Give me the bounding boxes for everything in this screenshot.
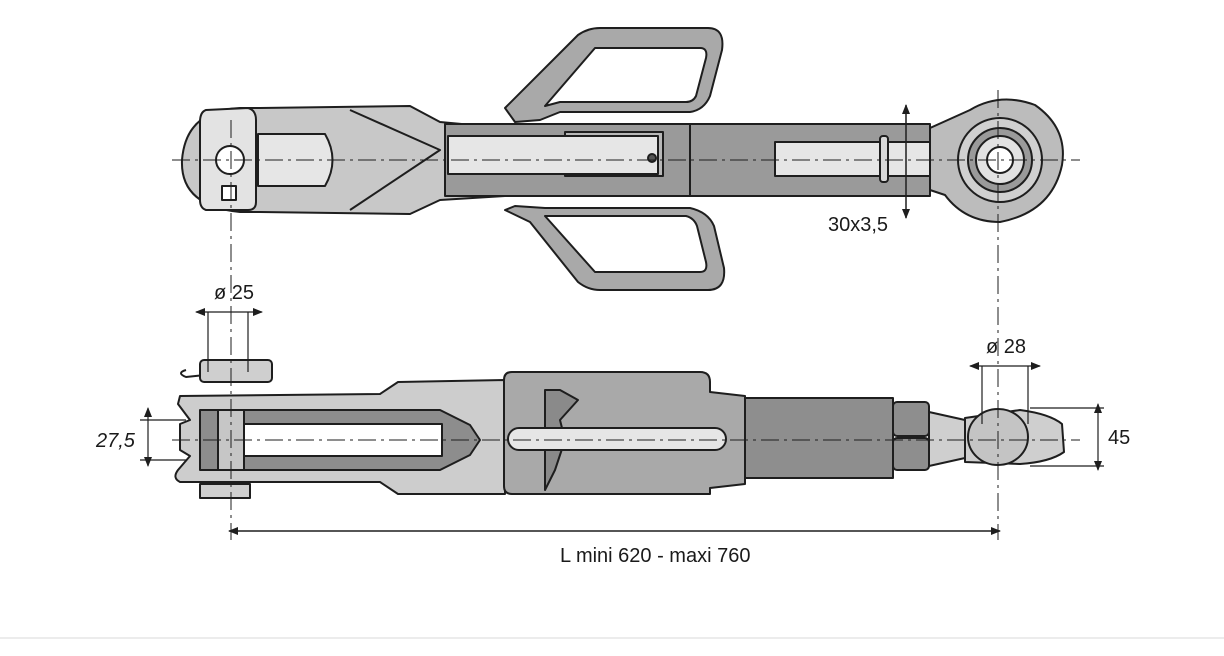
- threaded-rod-left: [447, 135, 659, 175]
- footer-divider: [0, 637, 1224, 639]
- hex-nut-top: [892, 401, 930, 437]
- lock-ring: [879, 135, 889, 183]
- dim-pin-ball: [969, 362, 1041, 424]
- label-ball-width: 45: [1108, 427, 1130, 449]
- body-slot: [507, 427, 727, 451]
- dim-fork-width: [140, 407, 186, 467]
- dim-ball-width: [1030, 403, 1104, 471]
- top-view: [180, 27, 1064, 291]
- label-length: L mini 620 - maxi 760: [560, 545, 750, 567]
- label-tube: 30x3,5: [828, 214, 888, 236]
- dim-pin-top: [195, 308, 263, 372]
- hex-nut-bottom: [892, 437, 930, 471]
- label-pin-top: ø 25: [214, 282, 254, 304]
- label-fork-width: 27,5: [95, 430, 136, 452]
- label-pin-ball: ø 28: [986, 336, 1026, 358]
- handle-upper-hole: [544, 47, 708, 107]
- handle-lower-hole: [544, 215, 708, 273]
- fork-v-shape: [349, 109, 441, 211]
- pin-clip: [180, 369, 206, 378]
- pin-head: [199, 359, 273, 383]
- pin-bottom: [199, 483, 251, 499]
- fork-pin-square: [221, 185, 237, 201]
- nut-taper: [928, 411, 966, 467]
- rod-dot: [647, 153, 657, 163]
- tube-side: [744, 397, 894, 479]
- fork-inner-slot: [257, 133, 334, 187]
- side-view: [174, 359, 1065, 499]
